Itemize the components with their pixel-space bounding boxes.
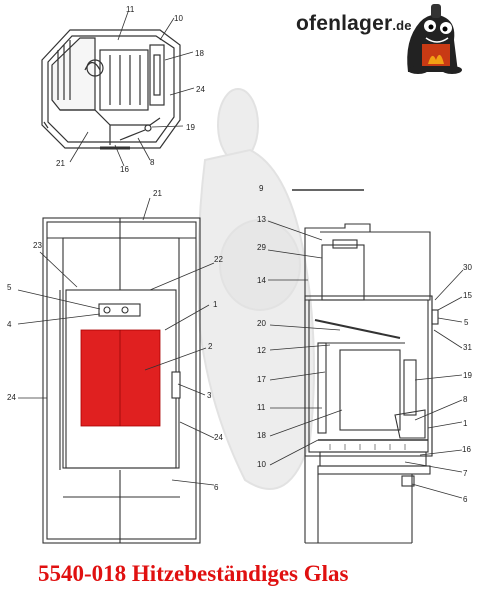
callout-label: 22 — [214, 255, 223, 264]
callout-label: 4 — [7, 320, 12, 329]
callout-label: 6 — [214, 483, 219, 492]
callout-label: 11 — [126, 5, 135, 14]
callout-label: 10 — [174, 14, 183, 23]
callout-label: 12 — [257, 346, 266, 355]
callout-label: 14 — [257, 276, 266, 285]
callout-label: 24 — [214, 433, 223, 442]
callout-label: 7 — [463, 469, 468, 478]
callout-label: 29 — [257, 243, 266, 252]
brand-tld: .de — [392, 18, 412, 33]
front-view-leaders — [17, 197, 215, 486]
callout-label: 6 — [463, 495, 468, 504]
callout-label: 11 — [257, 403, 266, 412]
callout-label: 19 — [463, 371, 472, 380]
part-caption: 5540-018 Hitzebeständiges Glas — [38, 561, 349, 586]
callout-label: 21 — [56, 159, 65, 168]
top-view-leaders — [69, 11, 195, 167]
callout-label: 1 — [213, 300, 218, 309]
callout-label: 8 — [150, 158, 155, 167]
highlighted-glass-panel — [80, 329, 161, 427]
callout-label: 15 — [463, 291, 472, 300]
side-view-drawing — [292, 189, 439, 544]
callout-label: 19 — [186, 123, 195, 132]
callout-label: 16 — [462, 445, 471, 454]
logo-mascot — [407, 4, 462, 74]
callout-label: 20 — [257, 319, 266, 328]
callout-label: 30 — [463, 263, 472, 272]
top-view-drawing — [41, 29, 181, 150]
callout-label: 13 — [257, 215, 266, 224]
brand-name: ofenlager — [296, 12, 393, 35]
callout-label: 9 — [259, 184, 264, 193]
top-view-callouts: 11 10 18 24 19 8 16 21 — [56, 5, 205, 174]
callout-label: 5 — [464, 318, 469, 327]
callout-label: 17 — [257, 375, 266, 384]
callout-label: 5 — [7, 283, 12, 292]
side-view-callouts: 9 13 29 14 30 15 5 31 20 12 17 19 11 8 1… — [257, 184, 472, 504]
callout-label: 18 — [195, 49, 204, 58]
watermark-mascot — [197, 88, 315, 490]
side-view-leaders — [267, 220, 464, 499]
callout-label: 24 — [196, 85, 205, 94]
callout-label: 3 — [207, 391, 212, 400]
callout-label: 18 — [257, 431, 266, 440]
callout-label: 1 — [463, 419, 468, 428]
brand-logo-text: ofenlager.de — [296, 12, 412, 36]
callout-label: 24 — [7, 393, 16, 402]
side-view-grate — [329, 444, 406, 450]
callout-label: 23 — [33, 241, 42, 250]
callout-label: 21 — [153, 189, 162, 198]
front-view-callouts: 21 23 22 5 4 1 2 3 24 24 6 — [7, 189, 223, 492]
callout-label: 16 — [120, 165, 129, 174]
callout-label: 2 — [208, 342, 213, 351]
callout-label: 8 — [463, 395, 468, 404]
callout-label: 10 — [257, 460, 266, 469]
callout-label: 31 — [463, 343, 472, 352]
